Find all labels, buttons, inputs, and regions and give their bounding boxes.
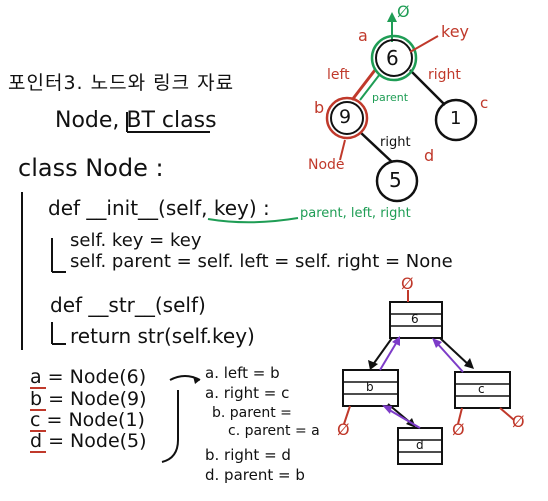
edge-root-right [409,69,446,106]
name-b: b [314,98,325,117]
left-null-symbol: Ø [337,420,350,439]
class-declaration: class Node : [18,154,164,182]
root-node-outline [370,34,418,82]
instances-brace [161,390,179,463]
edge-left-grandchild [359,131,393,163]
box-top [389,301,443,339]
box-left-key: b [366,380,374,394]
node-label-arrow [339,139,346,161]
right-edge-label-2: right [380,135,411,150]
def-str-line: def __str__(self) [50,293,206,317]
link-a-left: a. left = b [205,364,280,382]
left-edge-label: left [327,67,350,83]
box-right [454,371,511,409]
grandchild-node [375,159,419,203]
left-null-arrow [343,405,351,425]
left-node-outline [325,96,369,140]
name-a: a [358,26,368,45]
left-parent-arrow [379,339,399,371]
self-parent-line: self. parent = self. left = self. right … [70,251,453,272]
node-label: Node [308,157,345,173]
box-right-key: c [478,382,485,396]
top-null-symbol: Ø [401,274,414,293]
left-node [330,101,364,135]
right-left-null-symbol: Ø [452,420,465,439]
link-c-parent: c. parent = a [228,423,320,439]
link-d-parent: d. parent = b [205,466,305,484]
instance-b: b = Node(9) [30,388,147,410]
def-init-line: def __init__(self, key) : [48,196,270,220]
return-str-line: return str(self.key) [70,324,255,348]
right-node [434,98,478,142]
root-up-arrow-head [387,12,397,22]
box-left [342,369,399,407]
root-key: 6 [386,46,399,70]
name-c: c [480,94,489,112]
grandchild-key: 5 [389,168,402,192]
instance-c: c = Node(1) [30,409,145,431]
root-node [375,39,413,77]
top-to-left-arrow [371,337,393,367]
init-args-underline [207,217,299,224]
self-key-line: self. key = key [70,230,202,251]
box-bottom-key: d [416,438,424,452]
parent-edge-label: parent [372,91,409,104]
lecture-subtitle: Node, BT class [55,108,217,133]
link-b-parent: b. parent = [212,405,292,421]
key-label: key [441,22,470,41]
top-to-right-arrow [439,337,471,367]
bottom-parent-arrow [385,407,421,429]
instance-d: d = Node(5) [30,430,147,452]
right-parent-arrow [435,341,464,373]
left-child-key: 9 [339,106,352,128]
instances-arrow-head [193,376,200,384]
instance-a: a = Node(6) [30,366,147,388]
link-a-right: a. right = c [205,384,290,402]
right-right-null-arrow [499,407,515,421]
right-child-key: 1 [450,108,462,129]
key-arrow [409,35,439,53]
name-d: d [424,146,435,165]
link-b-right: b. right = d [205,446,291,464]
edge-left-parent [359,73,381,101]
edge-root-left [350,69,377,101]
lecture-title: 포인터3. 노드와 링크 자료 [8,72,235,94]
right-right-null-symbol: Ø [512,412,525,431]
box-top-key: 6 [411,312,419,326]
right-edge-label: right [428,67,461,83]
init-note: parent, left, right [300,206,411,221]
root-null-label: Ø [397,2,410,21]
right-left-null-arrow [457,407,463,425]
